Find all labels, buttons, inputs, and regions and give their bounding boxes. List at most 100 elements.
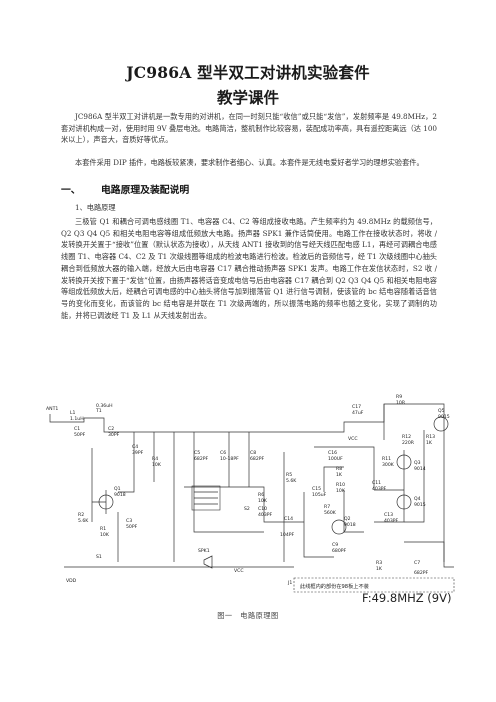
label-q5: Q5 (438, 408, 445, 414)
label-c15-value: 105uF (312, 492, 327, 498)
label-r2: R2 (78, 512, 84, 518)
label-c16: C16 (328, 450, 337, 456)
label-r12: R12 (402, 434, 411, 440)
label-c15: C15 (312, 486, 321, 492)
label-c7: C7 (414, 560, 420, 566)
s2-switch-contacts (191, 485, 221, 511)
label-q3: Q3 (414, 460, 421, 466)
label-r1: R1 (100, 526, 106, 532)
label-s2: S2 (244, 506, 250, 512)
q3-transistor-symbol (396, 454, 412, 470)
label-c14: C14 (284, 516, 293, 522)
label-c5: C5 (194, 450, 200, 456)
note-box (293, 577, 455, 593)
label-c13-value: 403PF (384, 518, 399, 524)
label-q2: Q2 (344, 516, 351, 522)
circuit-schematic: ANT1 L1 1.1uH T1 0.36uH C1 50PF C2 30PF … (46, 394, 455, 604)
label-c2: C2 (108, 426, 114, 432)
label-r4-value: 10K (152, 462, 162, 468)
label-c11-value: 403PF (372, 486, 387, 492)
section-heading: 一、 电路原理及装配说明 (61, 182, 189, 196)
label-c11: C11 (372, 480, 381, 486)
label-s1: S1 (96, 554, 102, 560)
label-vcc-bottom: VCC (234, 568, 244, 574)
label-c17-value: 47uF (352, 410, 364, 416)
label-c8: C8 (250, 450, 256, 456)
label-ant1: ANT1 (46, 406, 58, 412)
label-r10-value: 10K (336, 488, 346, 494)
label-r11-value: 300K (382, 462, 395, 468)
figure-caption: 图一 电路原理图 (217, 611, 279, 620)
label-r12-value: 220R (402, 440, 415, 446)
schematic-note: 此线框内的部份在98板上不装 (300, 582, 369, 590)
label-r6: R6 (258, 492, 264, 498)
label-c2-value: 30PF (108, 432, 120, 438)
label-r11: R11 (382, 456, 391, 462)
label-q3-value: 9014 (414, 466, 426, 472)
label-c10: C10 (258, 506, 267, 512)
label-r6-value: 10K (258, 498, 268, 504)
label-r4: R4 (152, 456, 158, 462)
label-r8: R8 (336, 466, 342, 472)
label-c1: C1 (74, 426, 80, 432)
section-title: 电路原理及装配说明 (101, 185, 190, 196)
label-r5-value: 5.6K (286, 478, 297, 484)
subsection-heading: 1、电路原理 (75, 203, 116, 212)
label-r13: R13 (426, 434, 435, 440)
label-q4: Q4 (414, 496, 421, 502)
label-r2-value: 5.6K (78, 518, 89, 524)
label-c16-value: 100UF (328, 456, 343, 462)
label-c13: C13 (384, 512, 393, 518)
label-c3-value: 50PF (126, 524, 138, 530)
label-c3: C3 (126, 518, 132, 524)
intro-paragraph-1: JC986A 型半双工对讲机是一款专用的对讲机，在同一时刻只能“收信”或只能“发… (61, 112, 437, 145)
label-c4: C4 (132, 444, 138, 450)
label-r5: R5 (286, 472, 292, 478)
document-title: JC986A 型半双工对讲机实验套件 (126, 63, 370, 82)
label-c6: C6 (220, 450, 226, 456)
label-l1: L1 (70, 410, 76, 416)
document-subtitle: 教学课件 (216, 88, 279, 107)
label-c14-value: 104PF (280, 532, 295, 538)
q5-transistor-symbol (433, 416, 449, 432)
label-c17: C17 (352, 404, 361, 410)
frequency-label: F:49.8MHZ (9V) (362, 591, 451, 604)
label-spk1: SPK1 (198, 548, 210, 554)
label-c8-value: 682PF (250, 456, 265, 462)
label-r13-value: 1K (426, 440, 433, 446)
label-r3: R3 (376, 560, 382, 566)
label-c9-value: 680PF (332, 548, 347, 554)
section-number: 一、 (61, 185, 81, 196)
label-c9: C9 (332, 542, 338, 548)
label-c5-value: 682PF (194, 456, 209, 462)
circuit-principle-paragraph: 三极管 Q1 和耦合可调电感线圈 T1、电容器 C4、C2 等组成接收电路。产生… (61, 217, 437, 320)
label-q5-value: 9015 (438, 414, 450, 420)
label-c7-value: 682PF (414, 570, 429, 576)
label-r9: R9 (396, 394, 402, 400)
label-c6-value: 10-18PF (220, 456, 239, 462)
label-r3-value: 1K (376, 566, 383, 572)
label-vdd: VDD (66, 578, 77, 584)
label-c10-value: 403PF (258, 512, 273, 518)
label-c4-value: 39PF (132, 450, 144, 456)
label-l1-value: 1.1uH (70, 416, 84, 422)
label-q1: Q1 (114, 486, 121, 492)
q4-transistor-symbol (396, 494, 412, 510)
label-c1-value: 50PF (74, 432, 86, 438)
label-vcc: VCC (348, 436, 358, 442)
label-r10: R10 (336, 482, 345, 488)
label-t1-value: 0.36uH (96, 403, 113, 409)
label-r9-value: 10R (396, 400, 406, 406)
label-r7-value: 560K (324, 510, 337, 516)
q2-transistor-symbol (331, 519, 347, 535)
label-q4-value: 9015 (414, 502, 426, 508)
intro-paragraph-2: 本套件采用 DIP 插件，电路板较紧凑，要求制作者细心、认真。本套件是无线电爱好… (75, 158, 424, 167)
label-q1-value: 9018 (114, 492, 126, 498)
label-q2-value: 9018 (344, 522, 356, 528)
speaker-icon (203, 555, 213, 569)
label-r1-value: 10K (100, 532, 110, 538)
label-t1: T1 (95, 408, 102, 414)
q1-transistor-symbol (98, 494, 114, 510)
label-r8-value: 1K (336, 472, 343, 478)
